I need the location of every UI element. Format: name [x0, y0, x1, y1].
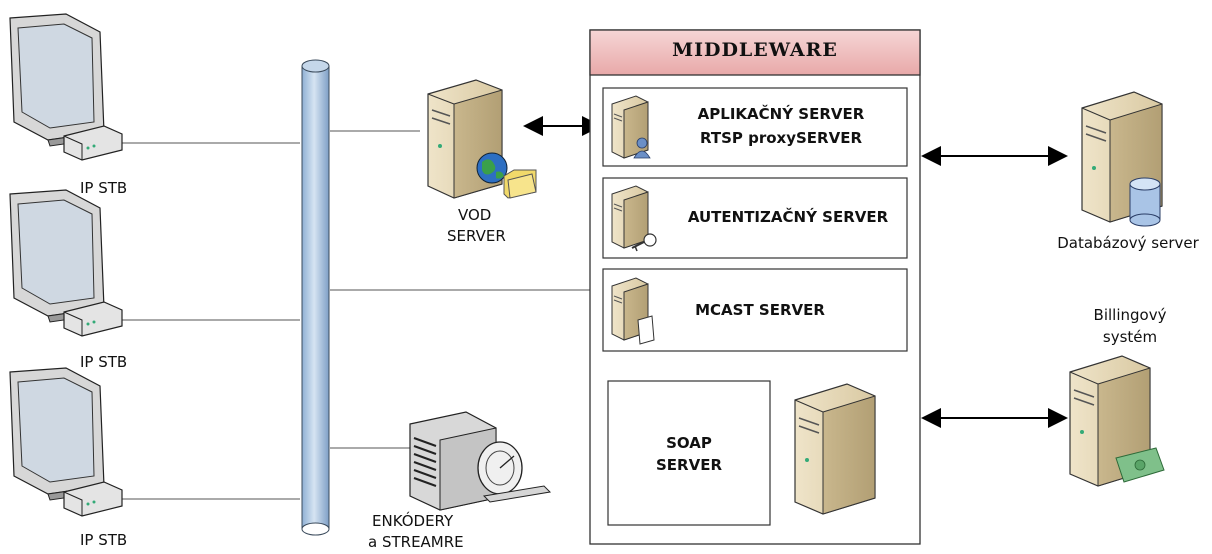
banknote-icon [1115, 447, 1165, 483]
app-server-box [602, 87, 908, 167]
key-icon [631, 233, 657, 252]
middleware-title: MIDDLEWARE [672, 39, 838, 61]
soap-server-label-line1: SOAP [666, 434, 712, 452]
network-bus [301, 59, 330, 536]
user-icon [633, 137, 651, 159]
stb-box-icon [63, 125, 123, 161]
app-server-icon [611, 95, 649, 159]
soap-server-box [607, 380, 771, 526]
stb-box-icon [63, 301, 123, 337]
database-label: Databázový server [1057, 234, 1199, 252]
auth-server-icon [611, 185, 649, 249]
monitor-icon [9, 189, 107, 323]
vod-label-line2: SERVER [447, 227, 506, 245]
stb-box-icon [63, 481, 123, 517]
monitor-icon [9, 13, 107, 147]
billing-label-line1: Billingový [1093, 306, 1167, 324]
server-links [330, 130, 590, 449]
encoder-rack-icon [409, 411, 497, 511]
client-label: IP STB [80, 353, 128, 371]
vod-label-line1: VOD [458, 206, 492, 224]
folder-icon [503, 169, 537, 199]
monitor-icon [9, 367, 107, 501]
auth-server-label: AUTENTIZAČNÝ SERVER [687, 208, 889, 226]
soap-server-icon [794, 383, 876, 515]
soap-server-label-line2: SERVER [655, 456, 722, 474]
middleware-header [589, 29, 921, 76]
client-label: IP STB [80, 531, 128, 549]
client-links [120, 142, 300, 500]
client-label: IP STB [80, 179, 128, 197]
app-server-label-line1: APLIKAČNÝ SERVER [697, 105, 865, 123]
app-server-label-line2: RTSP proxySERVER [699, 129, 863, 147]
database-cylinder-icon [1129, 177, 1161, 227]
document-icon [637, 315, 655, 345]
satellite-dish-icon [477, 441, 552, 503]
billing-label-line2: systém [1102, 328, 1158, 346]
encoders-label-line1: ENKÓDERY [372, 512, 454, 530]
mcast-server-label: MCAST SERVER [695, 301, 825, 319]
encoders-label-line2: a STREAMRE [368, 533, 464, 551]
globe-icon [476, 152, 508, 184]
